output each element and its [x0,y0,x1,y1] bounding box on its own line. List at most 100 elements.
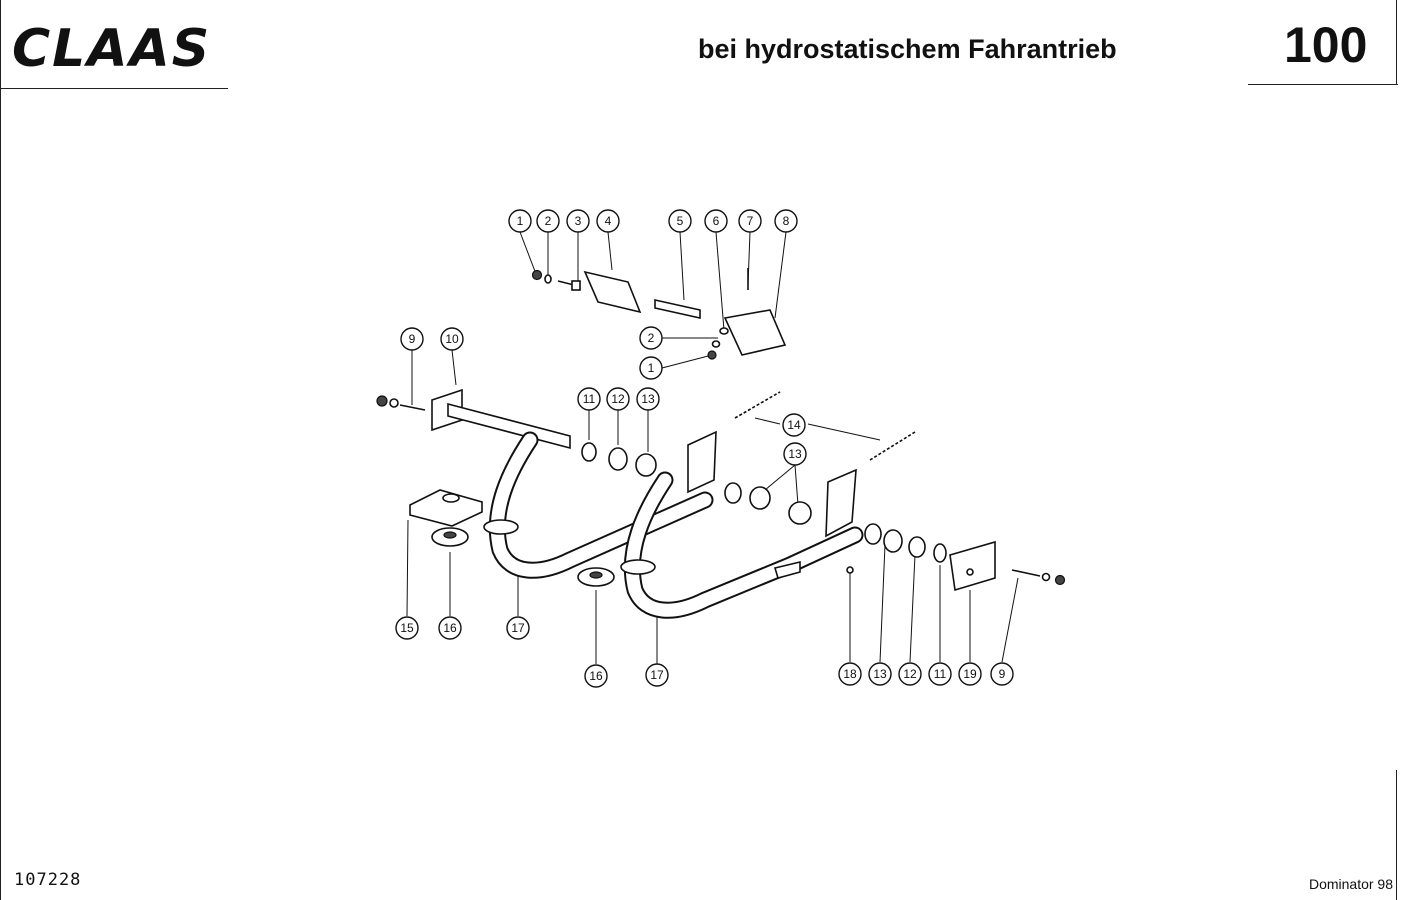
callout-12b: 12 [898,662,922,686]
callout-2b: 2 [639,326,663,350]
svg-text:4: 4 [605,214,612,228]
page-title: bei hydrostatischem Fahrantrieb [698,34,1117,64]
callout-3: 3 [566,209,590,233]
pin-part-5 [654,299,701,319]
bushing-part-12a [608,447,628,471]
svg-text:12: 12 [611,392,625,406]
callout-13a: 13 [636,387,660,411]
bushing-13b-1 [749,486,771,510]
bushing-part-12b [908,536,926,558]
svg-text:18: 18 [843,667,857,681]
left-shaft-assembly [376,388,657,477]
svg-text:10: 10 [445,332,459,346]
pedal-bracket-right [825,468,857,538]
callouts: 1 2 3 4 5 6 7 8 2 1 9 10 11 12 13 14 13 … [395,209,1014,688]
svg-text:11: 11 [934,667,947,681]
svg-text:2: 2 [545,214,552,228]
bolt-part-9a [399,404,426,411]
svg-text:5: 5 [677,214,684,228]
callout-4: 4 [596,209,620,233]
grease-nipple-part-18 [846,566,854,574]
rubber-mount-hole-16a [443,531,457,539]
washer-right [1041,572,1051,582]
callout-16b: 16 [584,664,608,688]
svg-text:17: 17 [511,621,525,635]
callout-14: 14 [782,413,806,437]
svg-text:1: 1 [517,214,524,228]
pedal-bracket-left [687,430,717,494]
svg-text:19: 19 [963,667,977,681]
callout-17a: 17 [506,616,530,640]
svg-text:14: 14 [787,418,801,432]
spring-left [734,391,781,419]
tube-end-right [864,523,882,545]
bushings-part-13b [749,486,812,525]
callout-11a: 11 [577,387,601,411]
washer-part-6 [719,327,729,335]
callout-9a: 9 [400,327,424,351]
callout-5: 5 [668,209,692,233]
callout-17b: 17 [645,663,669,687]
callout-9b: 9 [990,662,1014,686]
shaft-part-10 [447,402,571,450]
svg-text:15: 15 [400,621,414,635]
pedal-pad-right [620,559,656,575]
plate-part-8 [723,309,787,356]
callout-13c: 13 [868,662,892,686]
model-name: Dominator 98 [1308,876,1393,892]
nut-left [376,395,388,407]
callout-1: 1 [508,209,532,233]
svg-text:16: 16 [443,621,457,635]
washer-part-2 [544,274,552,284]
claas-logo-mark: CLAAS [12,19,211,79]
svg-text:17: 17 [650,668,664,682]
mount-parts [409,489,615,587]
svg-text:8: 8 [783,214,790,228]
claas-logo: CLAAS [10,18,235,79]
rubber-mount-hole-16b [589,571,603,579]
callout-6: 6 [704,209,728,233]
pedal-left-part-17 [483,430,742,579]
ring-part-11b [933,543,947,563]
svg-text:11: 11 [583,392,596,406]
pedal-right-part-17 [620,468,882,619]
svg-text:7: 7 [747,214,754,228]
callout-1b: 1 [639,356,663,380]
header-rule-right [1248,84,1398,85]
header-rule-left [0,88,228,89]
callout-11b: 11 [928,662,952,686]
svg-text:1: 1 [648,361,655,375]
page-border-left [0,0,1,900]
plate-part-15 [409,489,483,527]
springs-part-14 [734,391,916,461]
svg-text:9: 9 [999,667,1006,681]
washer-left [389,398,399,408]
page-border-right-lower [1396,770,1397,900]
bushing-part-13c [883,529,903,553]
hardware-top [531,268,787,360]
tube-end-left [724,482,742,504]
washer-part-2b [711,340,721,348]
nut-right [1054,574,1066,586]
svg-text:13: 13 [788,447,802,461]
plate-part-4 [583,270,642,314]
svg-text:13: 13 [641,392,655,406]
logo-text: CLAAS [12,19,211,78]
svg-text:6: 6 [713,214,720,228]
hardware-right [846,529,1066,592]
plate-part-19 [949,540,996,592]
svg-text:2: 2 [648,331,655,345]
drawing-number: 107228 [14,870,82,890]
callout-10: 10 [440,327,464,351]
bolt-part-9b [1011,569,1041,577]
page-number: 100 [1284,17,1368,73]
callout-12a: 12 [606,387,630,411]
plate-hole-15 [442,493,460,503]
bushing-part-13a [635,453,657,477]
callout-18: 18 [838,662,862,686]
callout-7: 7 [738,209,762,233]
nut-part-1b [707,350,717,360]
svg-text:3: 3 [575,214,582,228]
callout-2: 2 [536,209,560,233]
svg-text:13: 13 [873,667,887,681]
